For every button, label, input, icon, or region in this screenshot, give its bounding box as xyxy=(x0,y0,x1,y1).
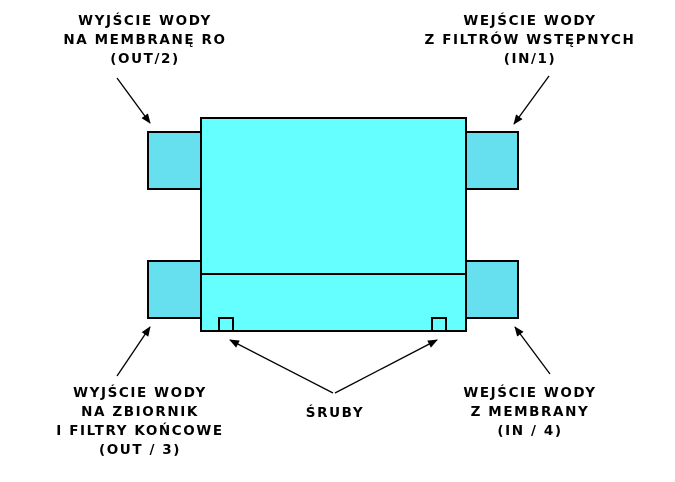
label-line: Z FILTRÓW WSTĘPNYCH xyxy=(424,32,636,48)
port-in-1 xyxy=(464,131,519,190)
label-out-2: WYJŚCIE WODY NA MEMBRANĘ RO (OUT/2) xyxy=(20,12,270,69)
label-line: NA MEMBRANĘ RO xyxy=(63,32,227,48)
label-line: (OUT/2) xyxy=(110,51,180,67)
label-line: (OUT / 3) xyxy=(98,442,182,458)
label-line: WEJŚCIE WODY xyxy=(463,13,597,29)
label-line: Z MEMBRANY xyxy=(470,404,590,420)
port-out-2 xyxy=(147,131,202,190)
arrow-bottom-right xyxy=(514,326,551,375)
label-line: WYJŚCIE WODY xyxy=(78,13,212,29)
port-out-3 xyxy=(147,260,202,319)
arrow-top-right xyxy=(513,75,550,125)
screw-right xyxy=(431,317,447,332)
arrow-top-left xyxy=(116,77,151,124)
label-in-4: WEJŚCIE WODY Z MEMBRANY (IN / 4) xyxy=(420,384,640,441)
port-in-4 xyxy=(464,260,519,319)
screw-left xyxy=(218,317,234,332)
arrow-screw-left xyxy=(229,339,334,394)
label-line: (IN/1) xyxy=(503,51,557,67)
arrow-bottom-left xyxy=(116,326,151,377)
label-line: NA ZBIORNIK xyxy=(81,404,199,420)
label-line: WEJŚCIE WODY xyxy=(463,385,597,401)
label-line: WYJŚCIE WODY xyxy=(73,385,207,401)
arrow-screw-right xyxy=(334,339,438,394)
label-in-1: WEJŚCIE WODY Z FILTRÓW WSTĘPNYCH (IN/1) xyxy=(400,12,660,69)
valve-body xyxy=(200,117,467,332)
label-line: I FILTRY KOŃCOWE xyxy=(56,423,224,439)
label-screws: ŚRUBY xyxy=(280,404,390,423)
label-line: (IN / 4) xyxy=(497,423,563,439)
label-out-3: WYJŚCIE WODY NA ZBIORNIK I FILTRY KOŃCOW… xyxy=(10,384,270,460)
label-line: ŚRUBY xyxy=(305,405,365,421)
